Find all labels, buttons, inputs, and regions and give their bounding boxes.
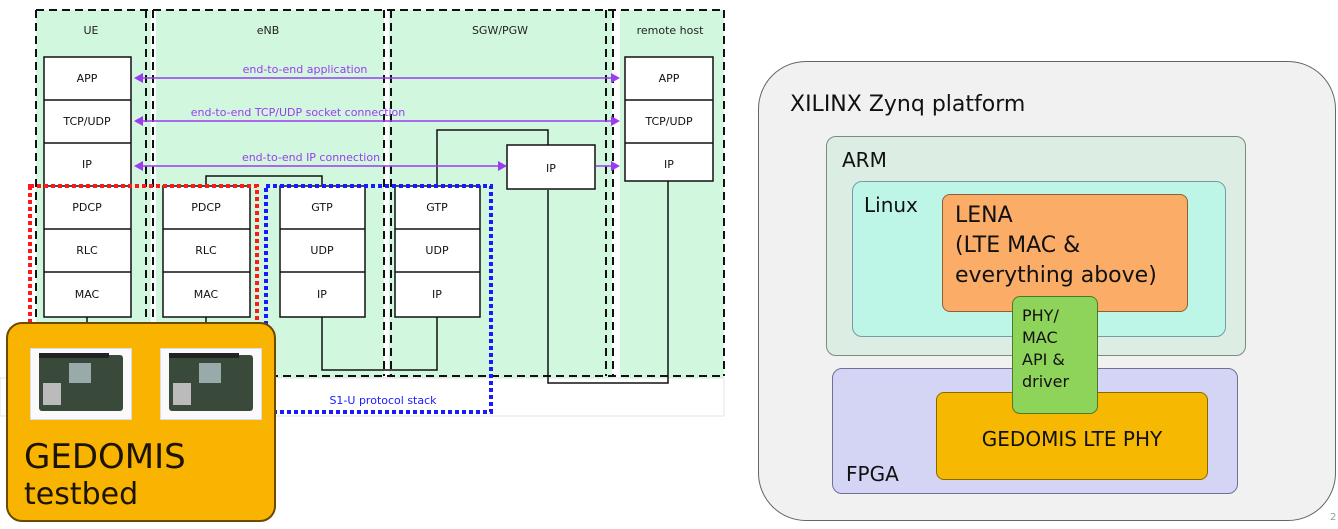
sgw-s1-stack: GTP UDP IP [394,185,481,318]
enb-relay-wire [205,175,323,185]
ue-layer-tcpudp: TCP/UDP [62,115,111,128]
phy-mac-api-box: PHY/ MAC API & driver [1012,296,1098,414]
s1u-label: S1-U protocol stack [329,394,437,407]
remote-column-title: remote host [637,24,705,37]
sgw-column-title: SGW/PGW [472,24,528,37]
enb-layer-pdcp: PDCP [191,201,221,214]
s1u-tunnel-wire [321,315,438,371]
lte-phy-label: GEDOMIS LTE PHY [981,427,1163,451]
remote-layer-tcpudp: TCP/UDP [644,115,693,128]
gedomis-testbed-box: GEDOMIS testbed [6,322,276,522]
api-line: MAC [1022,328,1058,347]
lena-line: everything above) [955,263,1157,288]
ip-connection-label: end-to-end IP connection [242,151,380,164]
fpga-board-photo [160,348,262,420]
tcp-connection-label: end-to-end TCP/UDP socket connection [191,106,406,119]
sgw-ip-box: IP [506,144,596,190]
ue-column-title: UE [83,24,98,37]
linux-title: Linux [864,193,918,217]
app-connection-label: end-to-end application [243,63,368,76]
enb-column-title: eNB [257,24,280,37]
lena-line: (LTE MAC & [955,233,1081,258]
remote-layer-ip: IP [664,158,674,171]
enb-layer-gtp: GTP [311,201,333,214]
ue-layer-app: APP [77,72,98,85]
enb-layer-mac: MAC [194,288,219,301]
fpga-board-photo [30,348,132,420]
api-line: API & [1022,350,1065,369]
enb-radio-stack: PDCP RLC MAC [162,185,251,318]
lena-line: LENA [955,203,1013,228]
ue-layer-pdcp: PDCP [72,201,102,214]
sgw-layer-udp: UDP [425,244,449,257]
zynq-platform-title: XILINX Zynq platform [790,92,1026,117]
sgw-ip-wire [436,129,549,185]
enb-layer-rlc: RLC [195,244,217,257]
remote-stack: APP TCP/UDP IP [624,56,714,182]
remote-layer-app: APP [659,72,680,85]
sgw-layer-gtp: GTP [426,201,448,214]
sgi-wire [547,181,669,384]
api-line: driver [1022,372,1070,391]
enb-s1-stack: GTP UDP IP [279,185,366,318]
testbed-subtitle: testbed [24,477,139,512]
sgw-layer-ip: IP [432,288,442,301]
api-line: PHY/ [1022,306,1059,325]
enb-layer-ip: IP [317,288,327,301]
testbed-title: GEDOMIS [24,437,186,477]
fpga-title: FPGA [846,462,899,486]
ue-layer-ip: IP [82,158,92,171]
ue-layer-mac: MAC [75,288,100,301]
page-number: 2 [1330,512,1337,523]
s1u-stack-outline [264,184,493,414]
ue-layer-rlc: RLC [76,244,98,257]
lena-box: LENA (LTE MAC & everything above) [942,194,1188,312]
enb-layer-udp: UDP [310,244,334,257]
sgw-layer-ip-top: IP [546,162,556,175]
arm-title: ARM [842,148,887,172]
